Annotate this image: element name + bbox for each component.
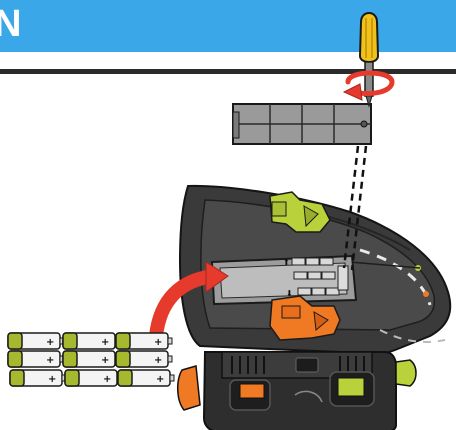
battery-plus-label: + [103,374,111,385]
blaster-handle [204,352,396,430]
batteries-group: + + + + + + [8,333,174,386]
battery: + [116,351,172,367]
battery-plus-label: + [101,355,109,366]
battery: + [63,351,119,367]
battery-plus-label: + [154,355,162,366]
battery-plus-label: + [46,355,54,366]
battery-plus-label: + [101,337,109,348]
battery-compartment: ⬆ ⬇ [212,256,356,304]
compartment-arrow-up-label: ⬆ [283,258,290,267]
battery: + [8,351,64,367]
battery: + [116,333,172,349]
battery-plus-label: + [48,374,56,385]
battery: + [63,333,119,349]
orange-side-knob [178,366,200,410]
battery: + [8,333,64,349]
battery-plus-label: + [154,337,162,348]
battery: + [10,370,66,386]
battery-plus-label: + [156,374,164,385]
battery-cover [233,104,371,144]
battery: + [65,370,121,386]
battery: + [118,370,174,386]
lime-side-knob [396,360,416,386]
battery-plus-label: + [46,337,54,348]
